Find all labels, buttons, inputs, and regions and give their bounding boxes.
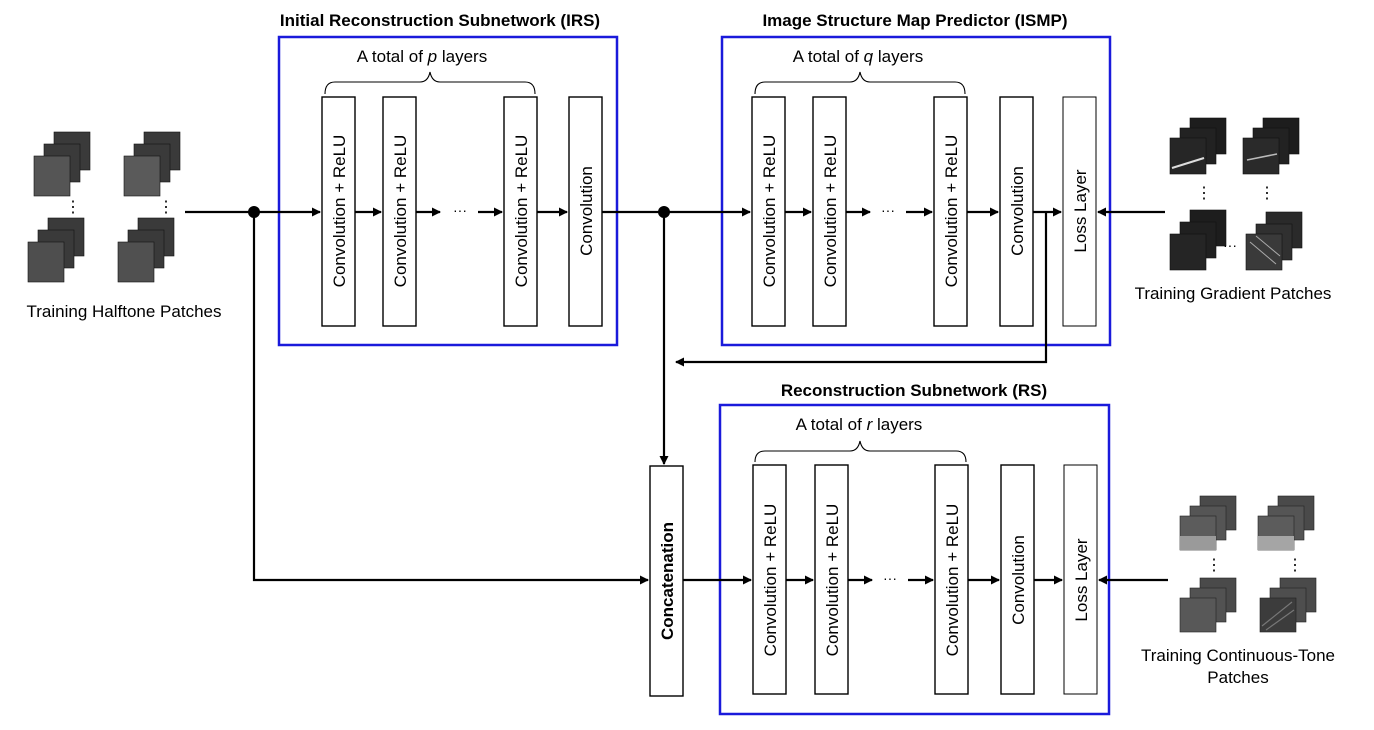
ismp-brace xyxy=(754,71,966,95)
rs-layer-r-label: Convolution + ReLU xyxy=(943,504,962,657)
ismp-layer-1-label: Convolution + ReLU xyxy=(760,135,779,288)
irs-layer-1 xyxy=(321,96,356,327)
gradient-label: Training Gradient Patches xyxy=(1135,284,1332,303)
halftone-vdots-1: ⋮ xyxy=(65,199,81,216)
concatenation-label: Concatenation xyxy=(658,522,677,640)
irs-layer-2-label: Convolution + ReLU xyxy=(391,135,410,288)
continuous-label-line1: Training Continuous-Tone xyxy=(1141,646,1335,665)
ismp-layer-count: A total of q layers xyxy=(793,47,923,66)
ismp-loss-label: Loss Layer xyxy=(1071,169,1090,252)
ismp-layer-2-label: Convolution + ReLU xyxy=(821,135,840,288)
rs-layer-2-label: Convolution + ReLU xyxy=(823,504,842,657)
irs-border xyxy=(277,35,619,347)
irs-brace xyxy=(324,71,536,95)
continuous-vdots-1: ⋮ xyxy=(1206,557,1222,574)
ismp-conv-label: Convolution xyxy=(1008,166,1027,256)
rs-layer-1 xyxy=(752,464,787,695)
gradient-patches-icon: ⋮ ⋮ ··· xyxy=(1169,117,1303,271)
halftone-label: Training Halftone Patches xyxy=(27,302,222,321)
irs-layer-p-label: Convolution + ReLU xyxy=(512,135,531,288)
rs-layer-count: A total of r layers xyxy=(796,415,923,434)
continuous-vdots-2: ⋮ xyxy=(1287,557,1303,574)
continuous-tone-patches-icon: ⋮ ⋮ xyxy=(1179,495,1317,633)
rs-title: Reconstruction Subnetwork (RS) xyxy=(781,381,1047,400)
concatenation-block xyxy=(649,465,684,697)
rs-loss xyxy=(1063,464,1098,695)
irs-ellipsis: ··· xyxy=(453,202,467,218)
rs-layer-1-label: Convolution + ReLU xyxy=(761,504,780,657)
irs-layer-1-label: Convolution + ReLU xyxy=(330,135,349,288)
irs-conv xyxy=(568,96,603,327)
ismp-border xyxy=(720,35,1112,347)
ismp-layer-2 xyxy=(812,96,847,327)
continuous-label-line2: Patches xyxy=(1207,668,1268,687)
halftone-patches-icon: ⋮ ⋮ xyxy=(27,131,181,283)
ismp-loss xyxy=(1062,96,1097,327)
ismp-layer-q-label: Convolution + ReLU xyxy=(942,135,961,288)
gradient-hdots: ··· xyxy=(1223,237,1237,253)
gradient-vdots-1: ⋮ xyxy=(1196,185,1212,202)
input-to-concat-line xyxy=(252,212,649,585)
irs-layer-p xyxy=(503,96,538,327)
ismp-feedback-line xyxy=(675,212,1048,367)
gradient-vdots-2: ⋮ xyxy=(1259,185,1275,202)
rs-brace xyxy=(754,440,967,463)
irs-conv-label: Convolution xyxy=(577,166,596,256)
irs-layer-count: A total of p layers xyxy=(357,47,487,66)
rs-border xyxy=(718,403,1111,716)
halftone-vdots-2: ⋮ xyxy=(158,199,174,216)
irs-title: Initial Reconstruction Subnetwork (IRS) xyxy=(280,11,600,30)
rs-ellipsis: ··· xyxy=(883,570,897,586)
rs-layer-r xyxy=(934,464,969,695)
rs-layer-2 xyxy=(814,464,849,695)
ismp-ellipsis: ··· xyxy=(881,202,895,218)
rs-conv xyxy=(1000,464,1035,695)
irs-layer-2 xyxy=(382,96,417,327)
rs-loss-label: Loss Layer xyxy=(1072,538,1091,621)
ismp-title: Image Structure Map Predictor (ISMP) xyxy=(762,11,1067,30)
rs-conv-label: Convolution xyxy=(1009,535,1028,625)
